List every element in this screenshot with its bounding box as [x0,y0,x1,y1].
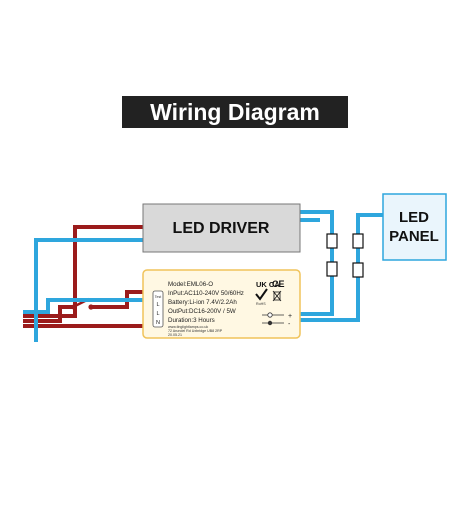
module-input: InPut:AC110-240V 50/60Hz [168,290,244,297]
neutral-wire-to-driver [34,238,143,342]
led-panel-box [382,193,447,261]
connector-4 [352,262,364,278]
connector-2 [326,261,338,277]
module-address: 72 Arundel Rd Uxbridge UB8 2RP [168,329,223,333]
certification-marks: UK CA CE RoHS [255,279,285,306]
led-driver-box [142,203,301,253]
terminal-block: Test L L N [152,290,164,328]
connector-1 [326,233,338,249]
title-banner [122,96,348,128]
module-out-wire-top [300,276,334,316]
ce-mark: CE [272,279,285,289]
module-website: www.tlnglightlamps.co.uk [168,325,208,329]
neutral-wires [23,210,383,342]
wire-connectors [326,233,364,278]
module-date: 20.05.21 [168,333,182,337]
checkmark-icon [255,288,268,301]
module-output: OutPut:DC16-200V / 5W [168,308,236,315]
terminal-label-2: L [156,311,159,317]
led-driver-label: LED DRIVER [173,220,270,237]
output-plus-label: + [288,313,292,320]
led-panel-label-line1: LED [399,209,429,226]
ukca-mark: UK CA [256,280,280,289]
terminal-label-3: N [156,320,160,326]
terminal-label-1: L [156,302,159,308]
panel-wire-to-panel [356,213,383,235]
module-model: Model:EML06-O [168,281,213,288]
rohs-mark: RoHS [256,302,266,306]
led-panel-label-line2: PANEL [389,228,439,245]
weee-bin-icon [272,290,282,302]
output-minus-label: - [288,321,291,328]
diagram-title: Wiring Diagram [150,99,320,125]
neutral-wire-to-module [23,298,143,314]
connector-3 [352,233,364,249]
terminal-side-text: Test [155,295,161,299]
module-out-wire-bottom [300,277,360,322]
live-wire-switched-feed [23,305,73,323]
driver-out-wire-top [300,210,334,235]
module-battery: Battery:Li-ion 7.4V/2.2Ah [168,299,237,306]
output-symbols: + - [262,312,292,328]
module-duration: Duration:3 Hours [168,317,215,324]
emergency-module-box [142,269,301,339]
live-wire-to-driver [23,225,143,318]
